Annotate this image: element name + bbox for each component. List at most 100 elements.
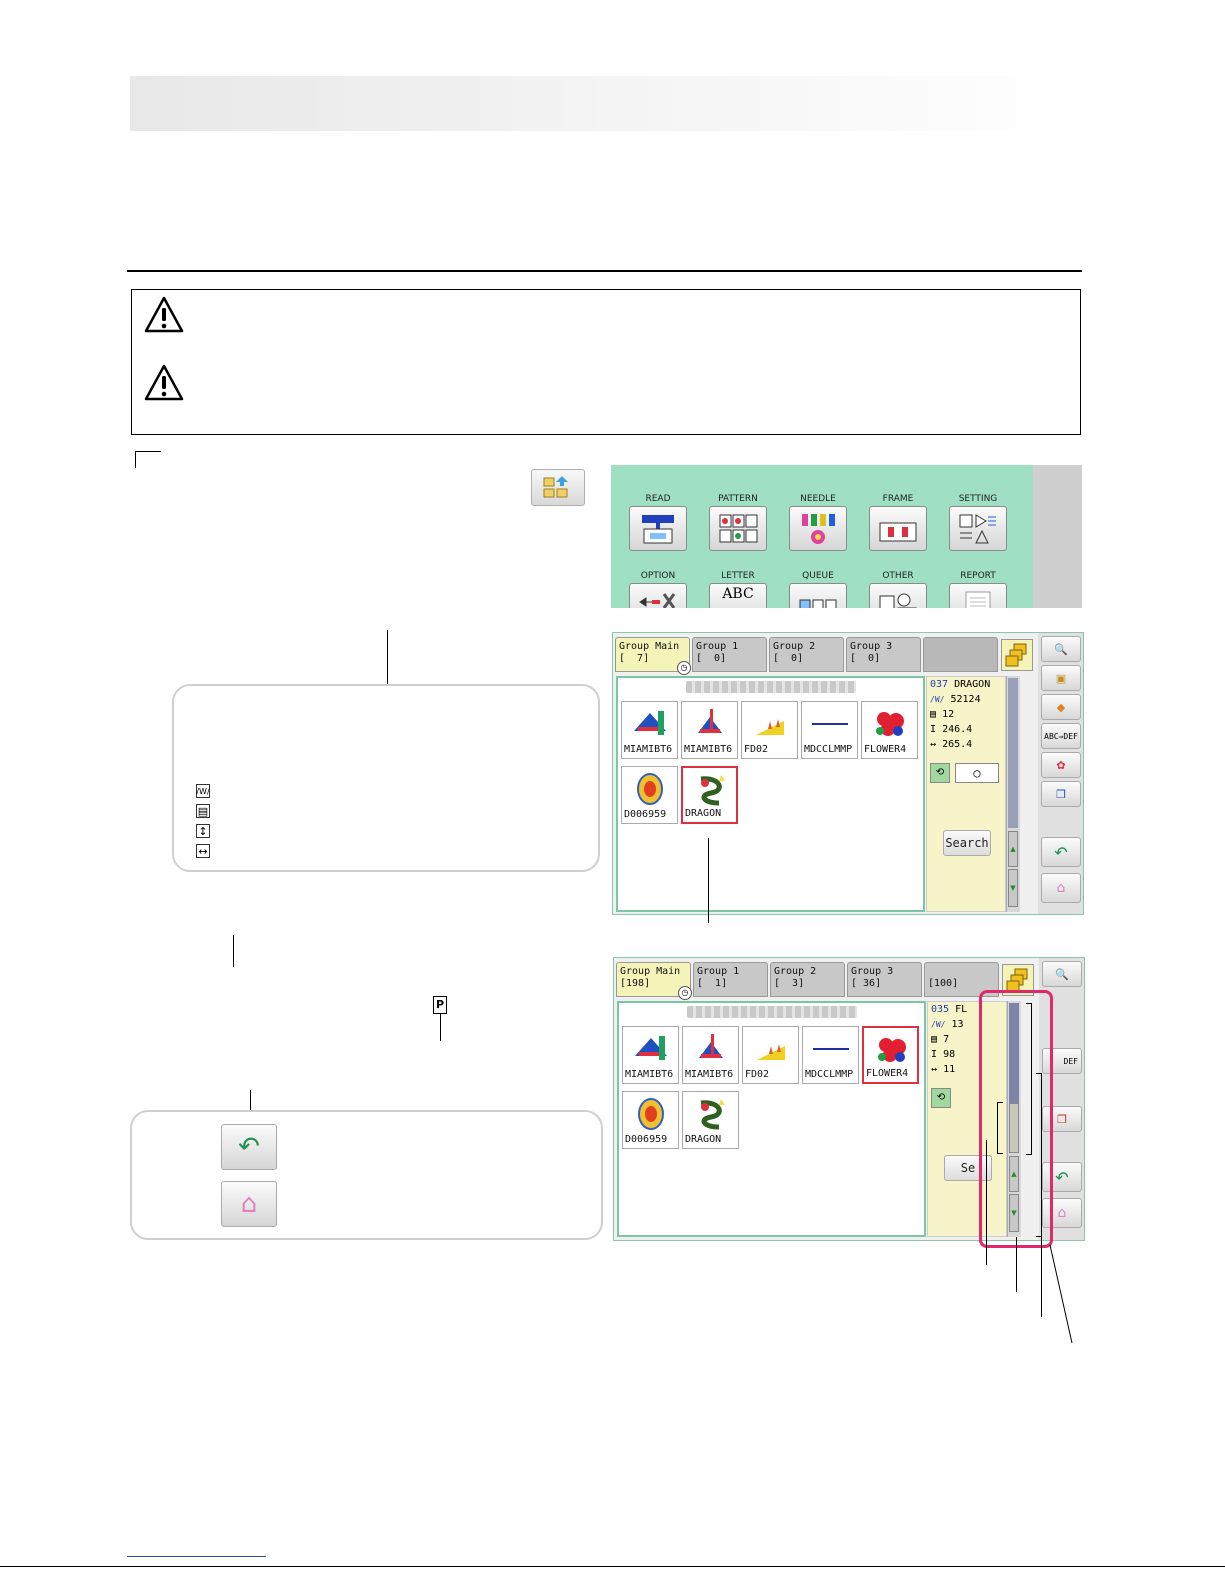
section-header-band: [130, 76, 1082, 131]
design-list-icon: [543, 476, 568, 498]
design-thumb[interactable]: MDCCLMMP: [802, 1026, 859, 1084]
design-preview: [756, 719, 784, 735]
height-icon: Ι: [930, 724, 937, 735]
home-icon: ⌂: [1056, 880, 1066, 896]
design-preview: [757, 1044, 785, 1060]
scrollbar-thumb[interactable]: [1009, 1103, 1019, 1153]
copy-icon: ❐: [1056, 787, 1066, 801]
reload-icon[interactable]: ⟲: [931, 1088, 951, 1108]
home-button[interactable]: ⌂: [221, 1181, 277, 1227]
back-button[interactable]: ↶: [1041, 837, 1081, 867]
scrollbar[interactable]: ▲ ▼: [1007, 1001, 1021, 1237]
tab-group-3[interactable]: Group 3 [ 0]: [846, 637, 921, 672]
reload-icon[interactable]: ⟲: [930, 763, 950, 783]
scroll-up-button[interactable]: ▲: [1008, 831, 1018, 867]
diamond-button[interactable]: ◆: [1041, 694, 1081, 720]
design-width: 265.4: [942, 739, 973, 750]
design-name: MIAMIBT6: [625, 1069, 674, 1080]
copy-button[interactable]: ❐: [1041, 781, 1081, 807]
menu-other[interactable]: OTHER: [861, 570, 935, 608]
design-thumb[interactable]: DRAGON: [682, 1091, 739, 1149]
tab-group-2[interactable]: Group 2 [ 0]: [769, 637, 844, 672]
design-thumb[interactable]: D006959: [622, 1091, 679, 1149]
menu-frame[interactable]: FRAME: [861, 493, 935, 551]
home-button[interactable]: ⌂: [1042, 1198, 1082, 1228]
design-thumb-selected[interactable]: DRAGON: [681, 766, 738, 824]
design-thumb[interactable]: D006959: [621, 766, 678, 824]
scroll-up-button[interactable]: ▲: [1009, 1156, 1019, 1192]
step-marker: [135, 451, 161, 468]
group-folder-button[interactable]: [1001, 639, 1033, 671]
search-button[interactable]: Se: [944, 1155, 992, 1181]
menu-side-bar: [1033, 465, 1082, 608]
tab-group-3[interactable]: Group 3 [ 36]: [847, 962, 922, 997]
back-button[interactable]: ↶: [221, 1124, 277, 1170]
width-icon: ↔: [930, 739, 937, 750]
back-button[interactable]: ↶: [1042, 1162, 1082, 1192]
scroll-down-button[interactable]: ▼: [1009, 1194, 1019, 1232]
design-thumb[interactable]: MIAMIBT6: [622, 1026, 679, 1084]
other-icon: [869, 583, 927, 608]
menu-needle[interactable]: NEEDLE: [781, 493, 855, 551]
design-number: 035: [931, 1004, 950, 1015]
warning-icon: [144, 296, 184, 333]
menu-option[interactable]: OPTION: [621, 570, 695, 608]
zoom-button[interactable]: 🔍: [1042, 961, 1082, 987]
menu-label: PATTERN: [718, 494, 758, 504]
design-preview: [699, 1034, 723, 1058]
menu-pattern[interactable]: PATTERN: [701, 493, 775, 551]
tab-group-other[interactable]: [923, 637, 998, 672]
copy-icon: ❐: [1057, 1112, 1067, 1126]
menu-label: OTHER: [882, 571, 914, 581]
design-preview: [812, 723, 848, 725]
menu-report[interactable]: REPORT: [941, 570, 1015, 608]
menu-letter[interactable]: LETTER ABC: [701, 570, 775, 608]
design-thumb[interactable]: MDCCLMMP: [801, 701, 858, 759]
queue-icon: [789, 583, 847, 608]
color-count-icon: ▤: [196, 804, 210, 818]
color-count-icon: ▤: [931, 1034, 938, 1045]
diamond-icon: ◆: [1056, 700, 1066, 714]
design-preview: [813, 1048, 849, 1050]
home-button[interactable]: ⌂: [1041, 873, 1081, 903]
thumb-bracket: [997, 1102, 1003, 1154]
right-toolbar: 🔍 ▣ ◆ ABC⇒DEF ✿ ❐ ↶ ⌂: [1038, 633, 1083, 914]
scrollbar-track-upper: [1008, 678, 1018, 828]
copy-button[interactable]: ❐: [1042, 1106, 1082, 1132]
abc-def-button[interactable]: ABC⇒DEF: [1041, 723, 1081, 749]
callout-line: [708, 838, 709, 923]
lock-button[interactable]: ▣: [1041, 665, 1081, 691]
abc-def-button[interactable]: DEF: [1042, 1048, 1082, 1074]
scrollbar[interactable]: ▲ ▼: [1006, 676, 1020, 912]
flower-button[interactable]: ✿: [1041, 752, 1081, 778]
tab-group-1[interactable]: Group 1 [ 1]: [693, 962, 768, 997]
tab-group-2[interactable]: Group 2 [ 3]: [770, 962, 845, 997]
design-thumb[interactable]: MIAMIBT6: [682, 1026, 739, 1084]
button-legend-box: [130, 1110, 603, 1240]
menu-queue[interactable]: QUEUE: [781, 570, 855, 608]
tab-group-main[interactable]: Group Main [ 7]: [615, 637, 690, 672]
footer-link-underline[interactable]: [127, 1556, 266, 1557]
preview-toggle[interactable]: ○: [955, 763, 999, 783]
menu-setting[interactable]: SETTING: [941, 493, 1015, 551]
design-info-name: FL: [955, 1004, 968, 1015]
tab-group-1[interactable]: Group 1 [ 0]: [692, 637, 767, 672]
menu-label: REPORT: [960, 571, 996, 581]
callout-line: [233, 935, 234, 967]
flower-icon: ✿: [1056, 758, 1066, 772]
design-thumb[interactable]: MIAMIBT6: [681, 701, 738, 759]
design-thumb[interactable]: FLOWER4: [861, 701, 918, 759]
design-name: MDCCLMMP: [805, 1069, 854, 1080]
design-list-button[interactable]: [531, 469, 585, 506]
design-grid: MIAMIBT6 MIAMIBT6 FD02 MDCCLMMP FLOWER4 …: [617, 1001, 926, 1237]
callout-line: [986, 1140, 987, 1265]
design-thumb-selected[interactable]: FLOWER4: [862, 1026, 919, 1084]
zoom-button[interactable]: 🔍: [1041, 636, 1081, 662]
design-thumb[interactable]: FD02: [742, 1026, 799, 1084]
menu-read[interactable]: READ: [621, 493, 695, 551]
design-thumb[interactable]: MIAMIBT6: [621, 701, 678, 759]
scroll-down-button[interactable]: ▼: [1008, 869, 1018, 907]
search-button[interactable]: Search: [943, 830, 991, 856]
design-thumb[interactable]: FD02: [741, 701, 798, 759]
info-bubble: /W/ ▤ ↕ ↔: [172, 684, 600, 872]
